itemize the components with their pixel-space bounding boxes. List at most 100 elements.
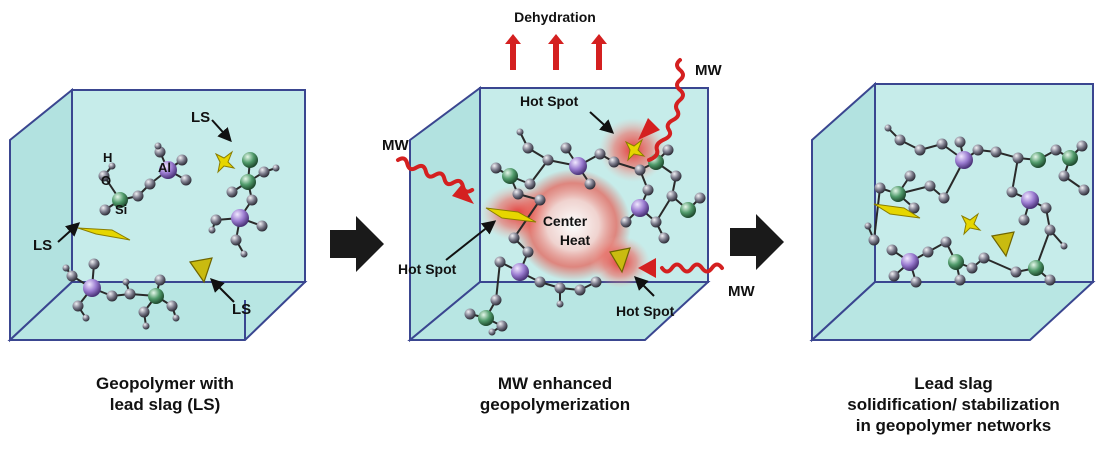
oxygen-atom [1044,274,1056,286]
ls-label-left: LS [33,237,52,254]
oxygen-atom [894,134,906,146]
silicon-atom [478,310,494,326]
aluminium-atom [231,209,249,227]
silicon-atom [1030,152,1046,168]
oxygen-atom [658,232,670,244]
aluminium-atom [569,157,587,175]
oxygen-atom [594,148,606,160]
oxygen-atom [1076,140,1088,152]
oxygen-atom [1010,266,1022,278]
oxygen-atom [940,236,952,248]
oxygen-atom [180,174,192,186]
oxygen-atom [990,146,1002,158]
caption-line: geopolymerization [479,395,631,414]
hydrogen-atom [154,142,162,150]
hydrogen-atom [864,222,872,230]
bond-line [983,257,1017,273]
aluminium-atom [631,199,649,217]
silicon-atom [680,202,696,218]
oxygen-atom [924,180,936,192]
oxygen-atom [966,262,978,274]
dehydration-arrow [505,34,521,70]
atom-label-h: H [103,150,112,165]
oxygen-atom [490,294,502,306]
oxygen-atom [1018,214,1030,226]
oxygen-atom [554,282,566,294]
mw-label-top: MW [695,62,722,79]
hot-spot-pointer [589,111,615,134]
oxygen-atom [978,252,990,264]
dehydration-arrows [505,34,607,70]
hydrogen-atom [884,124,892,132]
oxygen-atom [464,308,476,320]
oxygen-atom [88,258,100,270]
cube-bottom-face [809,281,1096,341]
oxygen-atom [936,138,948,150]
atom-label-o: O [101,173,111,188]
oxygen-atom [642,184,654,196]
oxygen-atom [1050,144,1062,156]
aluminium-atom [955,151,973,169]
mw-wave-head-left [452,184,474,204]
oxygen-atom [666,190,678,202]
aluminium-atom [159,161,177,179]
oxygen-atom [1078,184,1090,196]
bond-line [495,261,501,301]
ls-label-top: LS [191,109,210,126]
ls-cone-particle [990,231,1015,258]
oxygen-atom [584,178,596,190]
mw-wave-left [396,156,475,194]
atom-label-si: Si [115,202,127,217]
oxygen-atom [904,170,916,182]
lead-slag-particles [77,138,1015,284]
mw-wave-right [660,262,724,274]
silicon-atom [242,152,258,168]
ls-label-bottom: LS [232,301,251,318]
oxygen-atom [560,142,572,154]
oxygen-atom [888,270,900,282]
oxygen-atom [258,166,270,178]
caption-line: MW enhanced [497,374,613,393]
oxygen-atom [72,300,84,312]
oxygen-atom [634,164,646,176]
hydrogen-atom [1060,242,1068,250]
oxygen-atom [144,178,156,190]
oxygen-atom [590,276,602,288]
process-arrow-1-to-2 [330,216,384,272]
oxygen-atom [508,232,520,244]
mw-wave-head-right [638,258,656,278]
caption-line: Lead slag [914,374,993,393]
oxygen-atom [154,274,166,286]
silicon-atom [948,254,964,270]
silicon-atom [1062,150,1078,166]
oxygen-atom [972,144,984,156]
ls-cone-particle [188,257,213,284]
oxygen-atom [99,204,111,216]
caption-panel-3: Lead slag solidification/ stabilization … [810,373,1097,436]
ls-pointer-arrow [210,278,235,303]
mw-label-right: MW [728,283,755,300]
hydrogen-atom [142,322,150,330]
oxygen-atom [66,270,78,282]
hydrogen-atom [556,300,564,308]
caption-line: in geopolymer networks [855,416,1052,435]
silicon-atom [112,192,128,208]
cube-panel-1 [7,87,308,343]
mw-wave-head-top [638,118,660,140]
oxygen-atom [490,162,502,174]
oxygen-atom [954,136,966,148]
hydrogen-atom [122,278,130,286]
center-heat-label: Heat [560,232,591,248]
ls-shard-particle [77,227,131,241]
dehydration-arrow [591,34,607,70]
hot-spot-pointer [445,220,497,261]
oxygen-atom [534,194,546,206]
hydrogen-atom [62,264,70,272]
silicon-atom [890,186,906,202]
hydrogen-atom [108,162,116,170]
oxygen-atom [670,170,682,182]
panel-2-labels: Dehydration MW MW MW Hot Spot Hot Spot H… [382,9,755,319]
oxygen-atom [522,142,534,154]
panel-1-labels: H O Si Al LS LS LS [33,109,251,318]
